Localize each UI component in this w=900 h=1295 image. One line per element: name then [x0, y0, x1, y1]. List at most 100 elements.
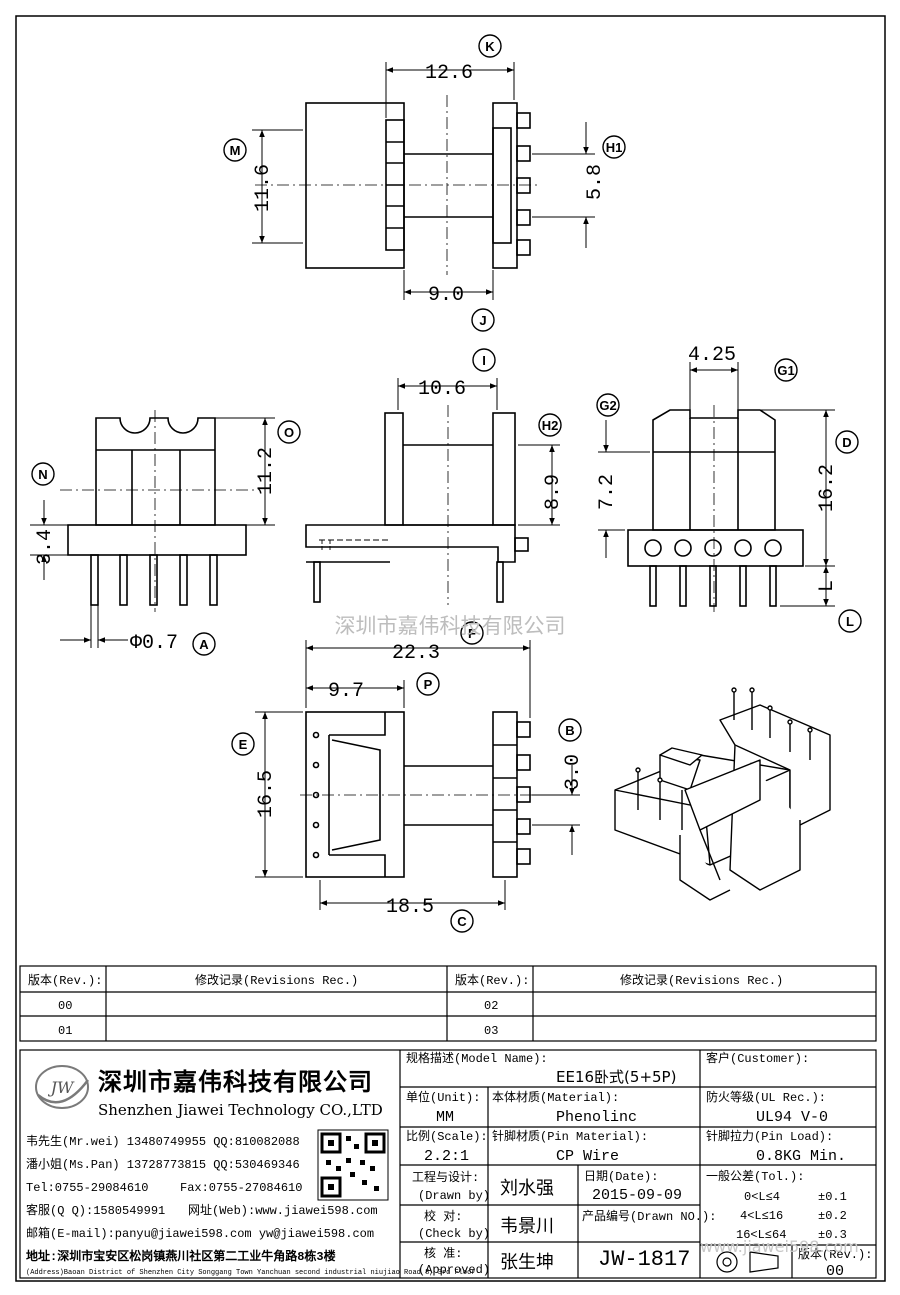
tolerance-value-2: ±0.2: [818, 1209, 847, 1223]
title-block-grid: [19, 1049, 877, 1279]
scale-value: 2.2:1: [424, 1148, 469, 1165]
rev-row-02: 02: [484, 999, 498, 1013]
logo-text: JW: [48, 1078, 75, 1097]
revision-table: [19, 965, 877, 1042]
material-label: 本体材质(Material):: [492, 1090, 619, 1105]
check-value: 韦景川: [500, 1216, 554, 1237]
isometric-view: [614, 687, 831, 901]
dim-bottom-total: 22.3: [392, 642, 440, 665]
model-label: 规格描述(Model Name):: [406, 1050, 548, 1066]
bottom-view-dims: [255, 640, 580, 910]
check-label-en: (Check by): [418, 1227, 490, 1241]
drawn-label-en: (Drawn by): [418, 1189, 490, 1203]
scale-label: 比例(Scale):: [406, 1129, 488, 1144]
dim-right-total: 16.2: [816, 464, 839, 512]
company-tel: Tel:0755-29084610: [26, 1181, 148, 1195]
dim-top-base: 9.0: [428, 284, 464, 307]
dim-bottom-half: 9.7: [328, 680, 364, 703]
label-d: D: [842, 435, 851, 450]
right-view-dims: [598, 362, 835, 607]
pin-load-value: 0.8KG Min.: [756, 1148, 846, 1165]
side-view: [305, 405, 529, 605]
rev-row-01: 01: [58, 1024, 72, 1038]
dim-top-width: 12.6: [425, 62, 473, 85]
company-address-en: (Address)Baoan District of Shenzhen City…: [26, 1269, 475, 1277]
pin-material-value: CP Wire: [556, 1148, 619, 1165]
company-name-cn: 深圳市嘉伟科技有限公司: [98, 1068, 373, 1096]
rev-value: 00: [826, 1263, 844, 1280]
drawn-label: 工程与设计:: [412, 1169, 479, 1185]
approved-value: 张生坤: [500, 1252, 554, 1273]
rev-col-1: 版本(Rev.):: [28, 973, 102, 988]
check-label: 校 对:: [424, 1208, 462, 1224]
watermark-bottom: www.jiawei598.com: [700, 1237, 859, 1256]
label-e: E: [239, 737, 248, 752]
watermark-center: 深圳市嘉伟科技有限公司: [335, 614, 566, 638]
rev-label: 版本(Rev.):: [798, 1247, 872, 1262]
ul-label: 防火等级(UL Rec.):: [706, 1089, 826, 1105]
model-value: EE16卧式(5+5P): [556, 1068, 676, 1086]
rev-row-03: 03: [484, 1024, 498, 1038]
company-fax: Fax:0755-27084610: [180, 1181, 302, 1195]
dim-top-pin-span: 5.8: [584, 164, 607, 200]
dim-side-height: 8.9: [542, 474, 565, 510]
dim-pin-dia: Φ0.7: [130, 632, 178, 655]
front-view-dims: [30, 417, 275, 648]
pin-material-label: 针脚材质(Pin Material):: [492, 1128, 648, 1144]
label-n: N: [38, 467, 47, 482]
tolerance-range-2: 4<L≤16: [740, 1209, 783, 1223]
dim-bottom-pitch: 3.0: [562, 754, 585, 790]
dim-bottom-height: 16.5: [255, 770, 278, 818]
label-p: P: [424, 677, 433, 692]
label-m: M: [230, 143, 241, 158]
bottom-view: [300, 711, 540, 878]
company-logo: JW: [35, 1065, 90, 1109]
dim-right-slot: 4.25: [688, 344, 736, 367]
label-h2: H2: [542, 418, 559, 433]
label-k: K: [485, 39, 495, 54]
company-email: 邮箱(E-mail):panyu@jiawei598.com yw@jiawei…: [26, 1225, 374, 1241]
dim-bottom-base: 18.5: [386, 896, 434, 919]
label-b: B: [565, 723, 574, 738]
contact-wei: 韦先生(Mr.wei) 13480749955 QQ:810082088: [26, 1134, 300, 1149]
tolerance-label: 一般公差(Tol.):: [706, 1168, 804, 1184]
right-view: [627, 405, 804, 612]
drawn-value: 刘水强: [500, 1178, 554, 1199]
unit-label: 单位(Unit):: [406, 1089, 480, 1105]
dim-right-inner: 7.2: [596, 474, 619, 510]
label-j: J: [479, 313, 486, 328]
dim-side-width: 10.6: [418, 378, 466, 401]
rec-col-2: 修改记录(Revisions Rec.): [620, 972, 783, 988]
circled-labels: [31, 34, 862, 933]
dim-top-height: 11.6: [252, 164, 275, 212]
projection-symbol: [716, 1251, 779, 1273]
label-c: C: [457, 914, 467, 929]
tolerance-value-1: ±0.1: [818, 1190, 847, 1204]
label-h1: H1: [606, 140, 623, 155]
side-view-dims: [397, 378, 560, 526]
rec-col-1: 修改记录(Revisions Rec.): [195, 972, 358, 988]
date-value: 2015-09-09: [592, 1187, 682, 1204]
label-a: A: [199, 637, 209, 652]
label-i: I: [482, 353, 486, 368]
qr-code: [317, 1129, 389, 1201]
front-view: [60, 410, 255, 612]
tolerance-value-3: ±0.3: [818, 1228, 847, 1242]
approved-label-en: (Approved): [418, 1263, 490, 1277]
unit-value: MM: [436, 1109, 454, 1126]
drawn-no-label: 产品编号(Drawn NO.):: [582, 1208, 716, 1224]
customer-label: 客户(Customer):: [706, 1050, 809, 1066]
label-g1: G1: [777, 363, 794, 378]
dim-right-pin: L: [816, 580, 839, 592]
company-name-en: Shenzhen Jiawei Technology CO.,LTD: [98, 1101, 383, 1119]
approved-label: 核 准:: [424, 1246, 462, 1261]
ul-value: UL94 V-0: [756, 1109, 828, 1126]
label-g2: G2: [599, 398, 616, 413]
company-qq: 客服(Q Q):1580549991: [26, 1202, 165, 1218]
dim-front-height: 11.2: [255, 447, 278, 495]
circled-label-texts: K M H1 J I O N H2 A G1 G2 D L F P E B C: [38, 39, 854, 929]
tolerance-range-3: 16<L≤64: [736, 1228, 786, 1242]
sheet-border: [15, 15, 886, 1282]
rev-col-2: 版本(Rev.):: [455, 973, 529, 988]
